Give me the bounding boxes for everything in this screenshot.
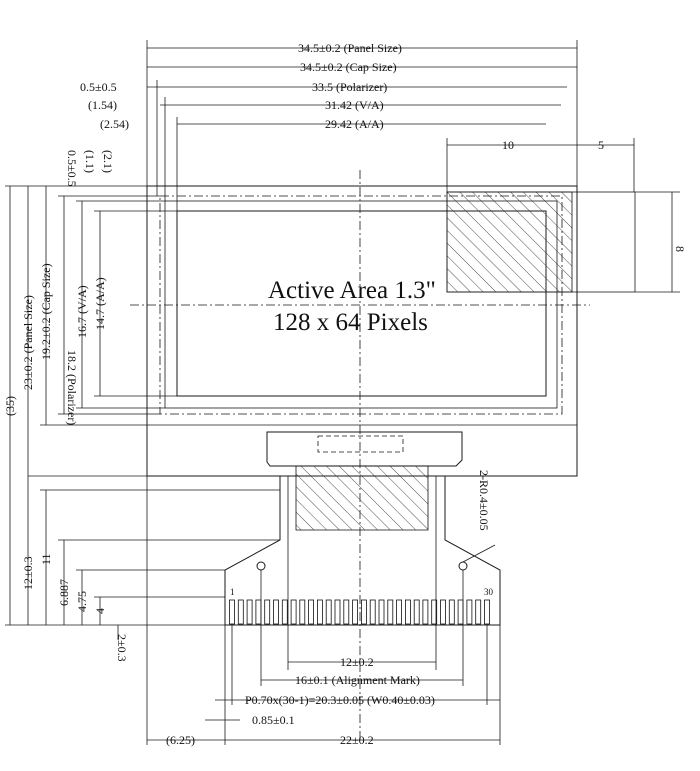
pin-row	[229, 599, 490, 625]
pin	[378, 599, 385, 625]
dim-polarizer-width: 33.5 (Polarizer)	[312, 80, 387, 94]
pixels-title: 128 x 64 Pixels	[273, 309, 428, 336]
dim-radius: 2-R0.4±0.05	[477, 470, 491, 531]
dim-pixel-5: 5	[598, 138, 604, 152]
pin	[387, 599, 394, 625]
pin	[431, 599, 438, 625]
aa-outline	[176, 210, 547, 397]
pin	[264, 599, 271, 625]
dim-pixel-10: 10	[502, 138, 514, 152]
alignment-mark-left	[256, 561, 266, 571]
dim-cap-height: 19.2±0.2 (Cap Size)	[39, 263, 53, 360]
pin	[343, 599, 350, 625]
dim-12-align: 12±0.2	[340, 655, 374, 669]
dim-fpc-2: 2±0.3	[115, 634, 129, 662]
dim-panel-height: 23±0.2 (Panel Size)	[21, 295, 35, 390]
pin	[229, 599, 235, 625]
dim-22: 22±0.2	[340, 733, 374, 747]
pin	[448, 599, 455, 625]
dim-fpc-11: 11	[39, 553, 53, 565]
dim-offset-05v: 0.5±0.5	[65, 150, 79, 187]
dim-offset-154: (1.54)	[88, 98, 117, 112]
dim-pixel-8: 8	[673, 246, 687, 252]
dim-fpc-4: 4	[93, 608, 107, 614]
pin	[316, 599, 323, 625]
dim-625: (6.25)	[166, 733, 195, 747]
pin	[475, 599, 482, 625]
pin	[299, 599, 306, 625]
dim-aa-height: 14.7 (A/A)	[93, 277, 107, 330]
pin	[440, 599, 446, 625]
pin	[273, 599, 279, 625]
pin	[352, 599, 359, 625]
va-outline	[164, 200, 558, 409]
dim-offset-254: (2.54)	[100, 117, 129, 131]
pixel-detail-box	[446, 191, 636, 293]
pin	[396, 599, 403, 625]
fpc-inner-edges	[287, 476, 437, 540]
dim-fpc-475: 4.75	[75, 591, 89, 612]
pin	[281, 599, 288, 625]
pin	[308, 599, 315, 625]
pin	[360, 599, 367, 625]
pin	[246, 599, 253, 625]
dim-panel-width: 34.5±0.2 (Panel Size)	[298, 41, 402, 55]
fpc-ic-outline	[266, 431, 463, 467]
dim-fpc-12: 12±0.3	[21, 556, 35, 590]
fpc-body	[224, 476, 501, 626]
pin	[404, 599, 411, 625]
pin	[422, 599, 429, 625]
pin-30-label: 30	[484, 587, 494, 597]
bottom-dimensions: 12±0.2 16±0.1 (Alignment Mark) P0.70x(30…	[146, 470, 501, 747]
dim-fpc-6887: 6.887	[57, 579, 71, 606]
pin	[369, 599, 376, 625]
dim-aa-width: 29.42 (A/A)	[325, 117, 384, 131]
ic-dashed	[317, 435, 404, 453]
fpc-neck-hatch	[295, 465, 429, 531]
dim-cap-width: 34.5±0.2 (Cap Size)	[300, 60, 397, 74]
top-dimensions: 34.5±0.2 (Panel Size) 34.5±0.2 (Cap Size…	[80, 40, 687, 293]
dim-va-width: 31.42 (V/A)	[325, 98, 384, 112]
pin	[237, 599, 244, 625]
pin	[457, 599, 464, 625]
pin-1-label: 1	[230, 587, 235, 597]
left-dimensions: (35) 23±0.2 (Panel Size) 19.2±0.2 (Cap S…	[3, 150, 280, 662]
pin	[290, 599, 297, 625]
alignment-mark-right	[458, 561, 468, 571]
dim-offset-21: (2.1)	[101, 150, 115, 173]
dim-offset-11: (1.1)	[83, 150, 97, 173]
dim-085: 0.85±0.1	[252, 713, 295, 727]
active-area-title: Active Area 1.3"	[268, 277, 436, 304]
dim-offset-05: 0.5±0.5	[80, 80, 117, 94]
polarizer-outline	[159, 195, 563, 415]
dim-pol-height: 18.2 (Polarizer)	[65, 350, 79, 425]
dim-va-height: 16.7 (V/A)	[75, 285, 89, 338]
pin	[413, 599, 420, 625]
pin	[255, 599, 262, 625]
pixel-detail-hatch	[446, 191, 573, 293]
pin	[325, 599, 332, 625]
dim-pitch: P0.70x(30-1)=20.3±0.05 (W0.40±0.03)	[245, 693, 435, 707]
pin	[334, 599, 341, 625]
pin	[484, 599, 490, 625]
dim-16-align: 16±0.1 (Alignment Mark)	[295, 673, 420, 687]
dim-total-35: (35)	[3, 396, 17, 416]
pin	[466, 599, 473, 625]
